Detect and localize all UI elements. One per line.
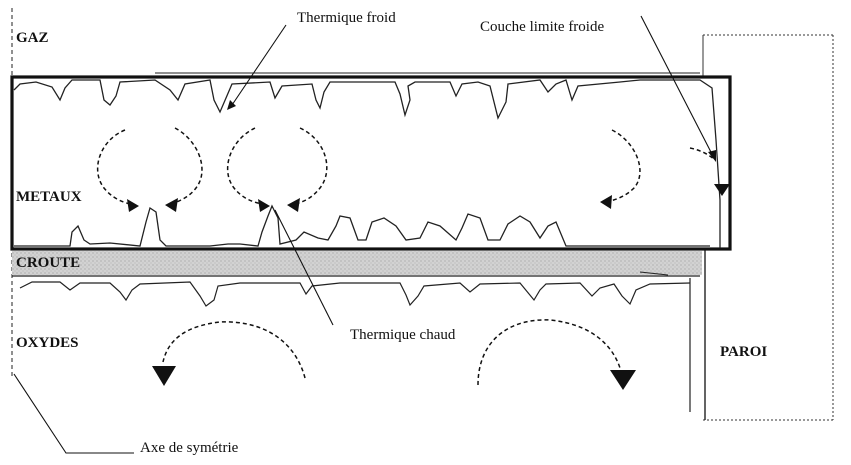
label-croute: CROUTE: [16, 255, 81, 271]
crust-layer: [12, 251, 702, 275]
label-metaux: METAUX: [16, 189, 82, 205]
metal-convection-loops: [96, 127, 716, 205]
cold-thermals: [13, 79, 721, 248]
wall-paroi: [689, 34, 834, 421]
oxide-convection-loops: [162, 319, 621, 386]
oxide-arrowheads: [152, 366, 636, 390]
annotation-thermique-froid: Thermique froid: [297, 10, 396, 26]
annotation-couche-limite-froide: Couche limite froide: [480, 19, 605, 35]
metal-layer-box: [10, 75, 732, 251]
oxide-thermals: [19, 281, 691, 307]
leader-lines: [13, 15, 715, 454]
annotation-axe-symetrie: Axe de symétrie: [140, 440, 239, 456]
label-gaz: GAZ: [16, 30, 49, 46]
hot-thermals: [14, 204, 710, 247]
label-oxydes: OXYDES: [16, 335, 79, 351]
label-paroi: PAROI: [720, 344, 768, 360]
annotation-thermique-chaud: Thermique chaud: [350, 327, 456, 343]
metal-arrowheads: [127, 184, 730, 212]
